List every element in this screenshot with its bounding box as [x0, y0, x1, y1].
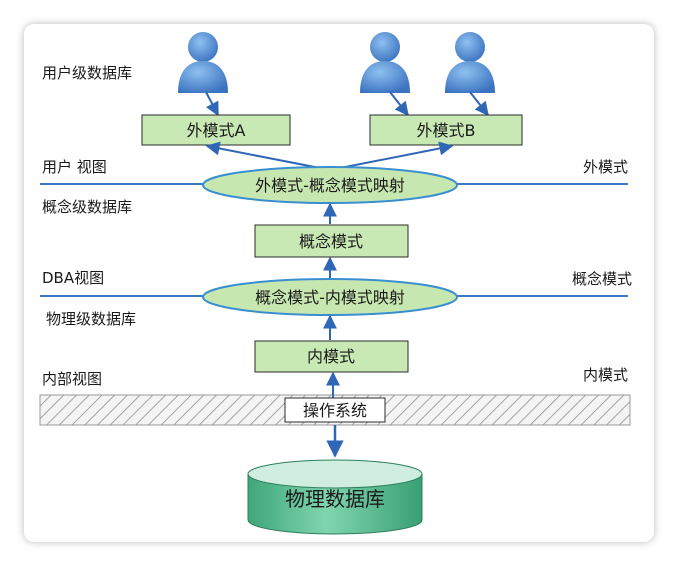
physical-database-label: 物理数据库 [285, 487, 385, 511]
arrow-user1-to-external-a [205, 91, 219, 117]
label-dba-view: DBA视图 [42, 269, 104, 287]
arrow-mapping-to-external-b [329, 141, 454, 171]
user-icon-2 [360, 32, 410, 93]
label-internal-view: 内部视图 [42, 370, 102, 388]
label-concept-db: 概念级数据库 [42, 198, 132, 216]
external-schema-a-label: 外模式A [187, 121, 246, 140]
external-schema-b-box [369, 114, 523, 146]
conceptual-internal-mapping-label: 概念模式-内模式映射 [255, 288, 405, 307]
arrow-user2-to-external-b [389, 91, 409, 117]
external-conceptual-mapping-label: 外模式-概念模式映射 [255, 176, 405, 195]
label-physical-level-db: 物理级数据库 [46, 310, 136, 328]
os-box [284, 397, 386, 423]
user-icon-1 [178, 32, 228, 93]
user-icon-3 [445, 32, 495, 93]
external-schema-b-label: 外模式B [417, 121, 476, 140]
label-user-view: 用户 视图 [42, 158, 107, 176]
os-label: 操作系统 [303, 401, 367, 420]
internal-schema-label: 内模式 [307, 347, 355, 366]
label-conceptual-schema: 概念模式 [572, 270, 632, 288]
label-user-db: 用户级数据库 [42, 64, 132, 82]
arrow-mapping-to-external-a [205, 141, 331, 171]
label-external-schema: 外模式 [583, 158, 628, 176]
conceptual-schema-label: 概念模式 [299, 232, 363, 251]
internal-schema-box [254, 340, 409, 373]
physical-database-cylinder [247, 459, 423, 535]
arrow-user3-to-external-b [469, 91, 489, 117]
external-schema-a-box [141, 114, 291, 146]
label-internal-schema: 内模式 [583, 366, 628, 384]
